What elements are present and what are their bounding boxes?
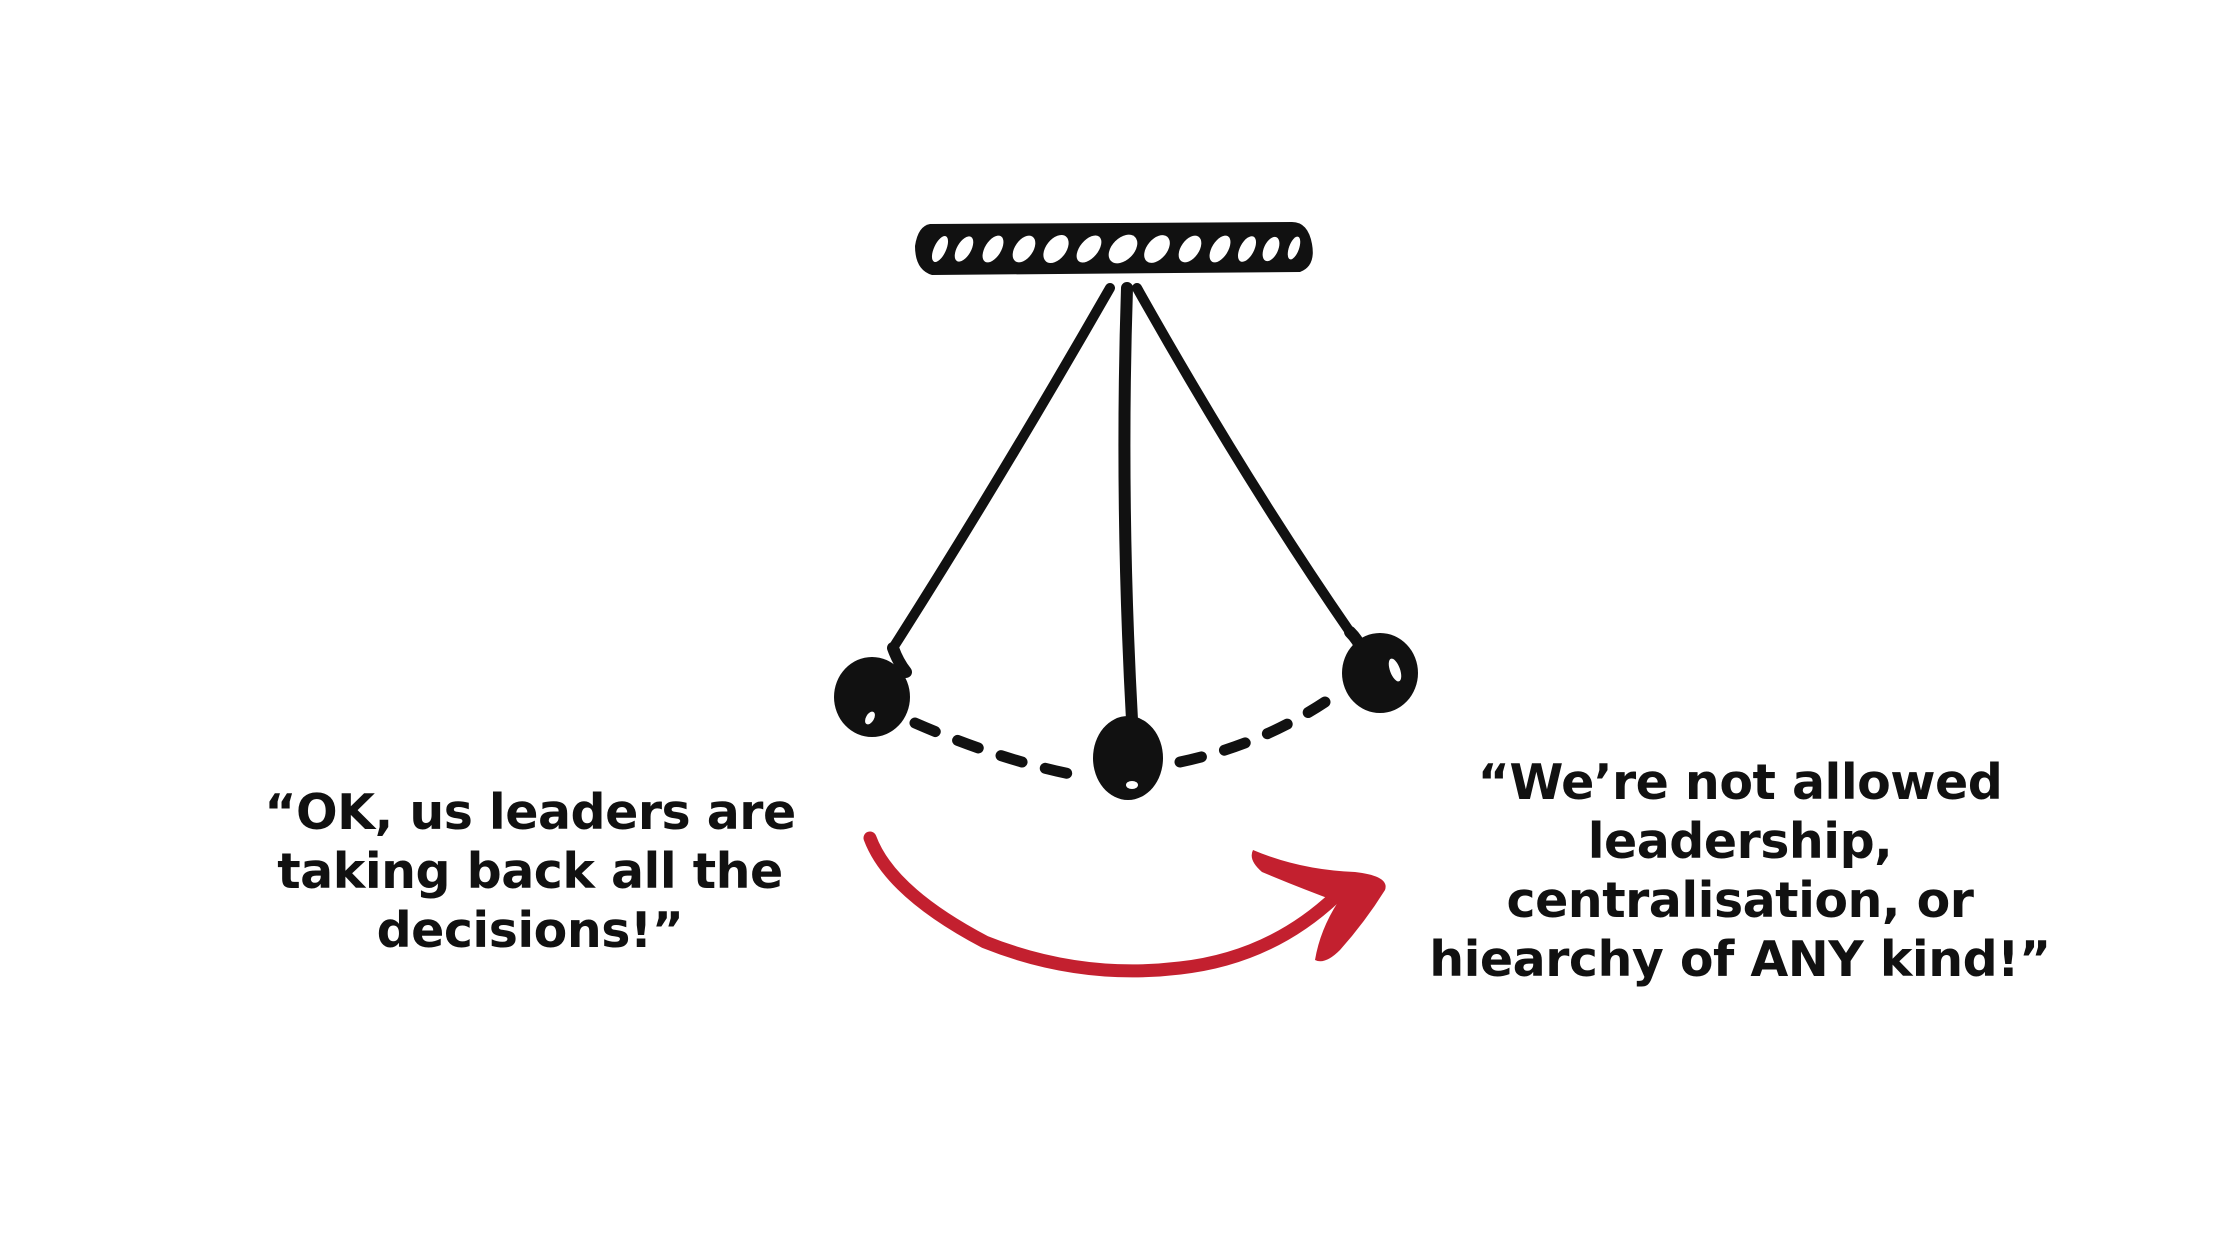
string-left [888,283,1115,653]
string-right [1132,283,1355,637]
pendulum-strings [887,282,1368,726]
quote-right-line-2: leadership, [1587,813,1893,870]
string-middle [1118,282,1138,726]
quote-leaders-centralise: “OK, us leaders are taking back all the … [230,783,830,960]
pendulum-bobs [834,633,1418,800]
bob-left [834,657,910,737]
quote-no-hierarchy: “We’re not allowed leadership, centralis… [1420,753,2060,989]
quote-right-line-1: “We’re not allowed [1477,754,2003,811]
swing-arc-dashed [909,696,1331,781]
bob-right [1342,633,1418,713]
bar-hatching [931,234,1301,264]
curved-arrow-icon [863,831,1386,978]
quote-right-line-4: hiearchy of ANY kind!” [1429,931,2051,988]
quote-right-line-3: centralisation, or [1506,872,1974,929]
pendulum-top-bar [915,222,1313,275]
quote-left-line-1: “OK, us leaders are [264,784,796,841]
bob-middle [1093,716,1163,800]
quote-left-line-2: taking back all the [277,843,783,900]
pendulum-icon [834,222,1418,800]
quote-left-line-3: decisions!” [376,902,684,959]
